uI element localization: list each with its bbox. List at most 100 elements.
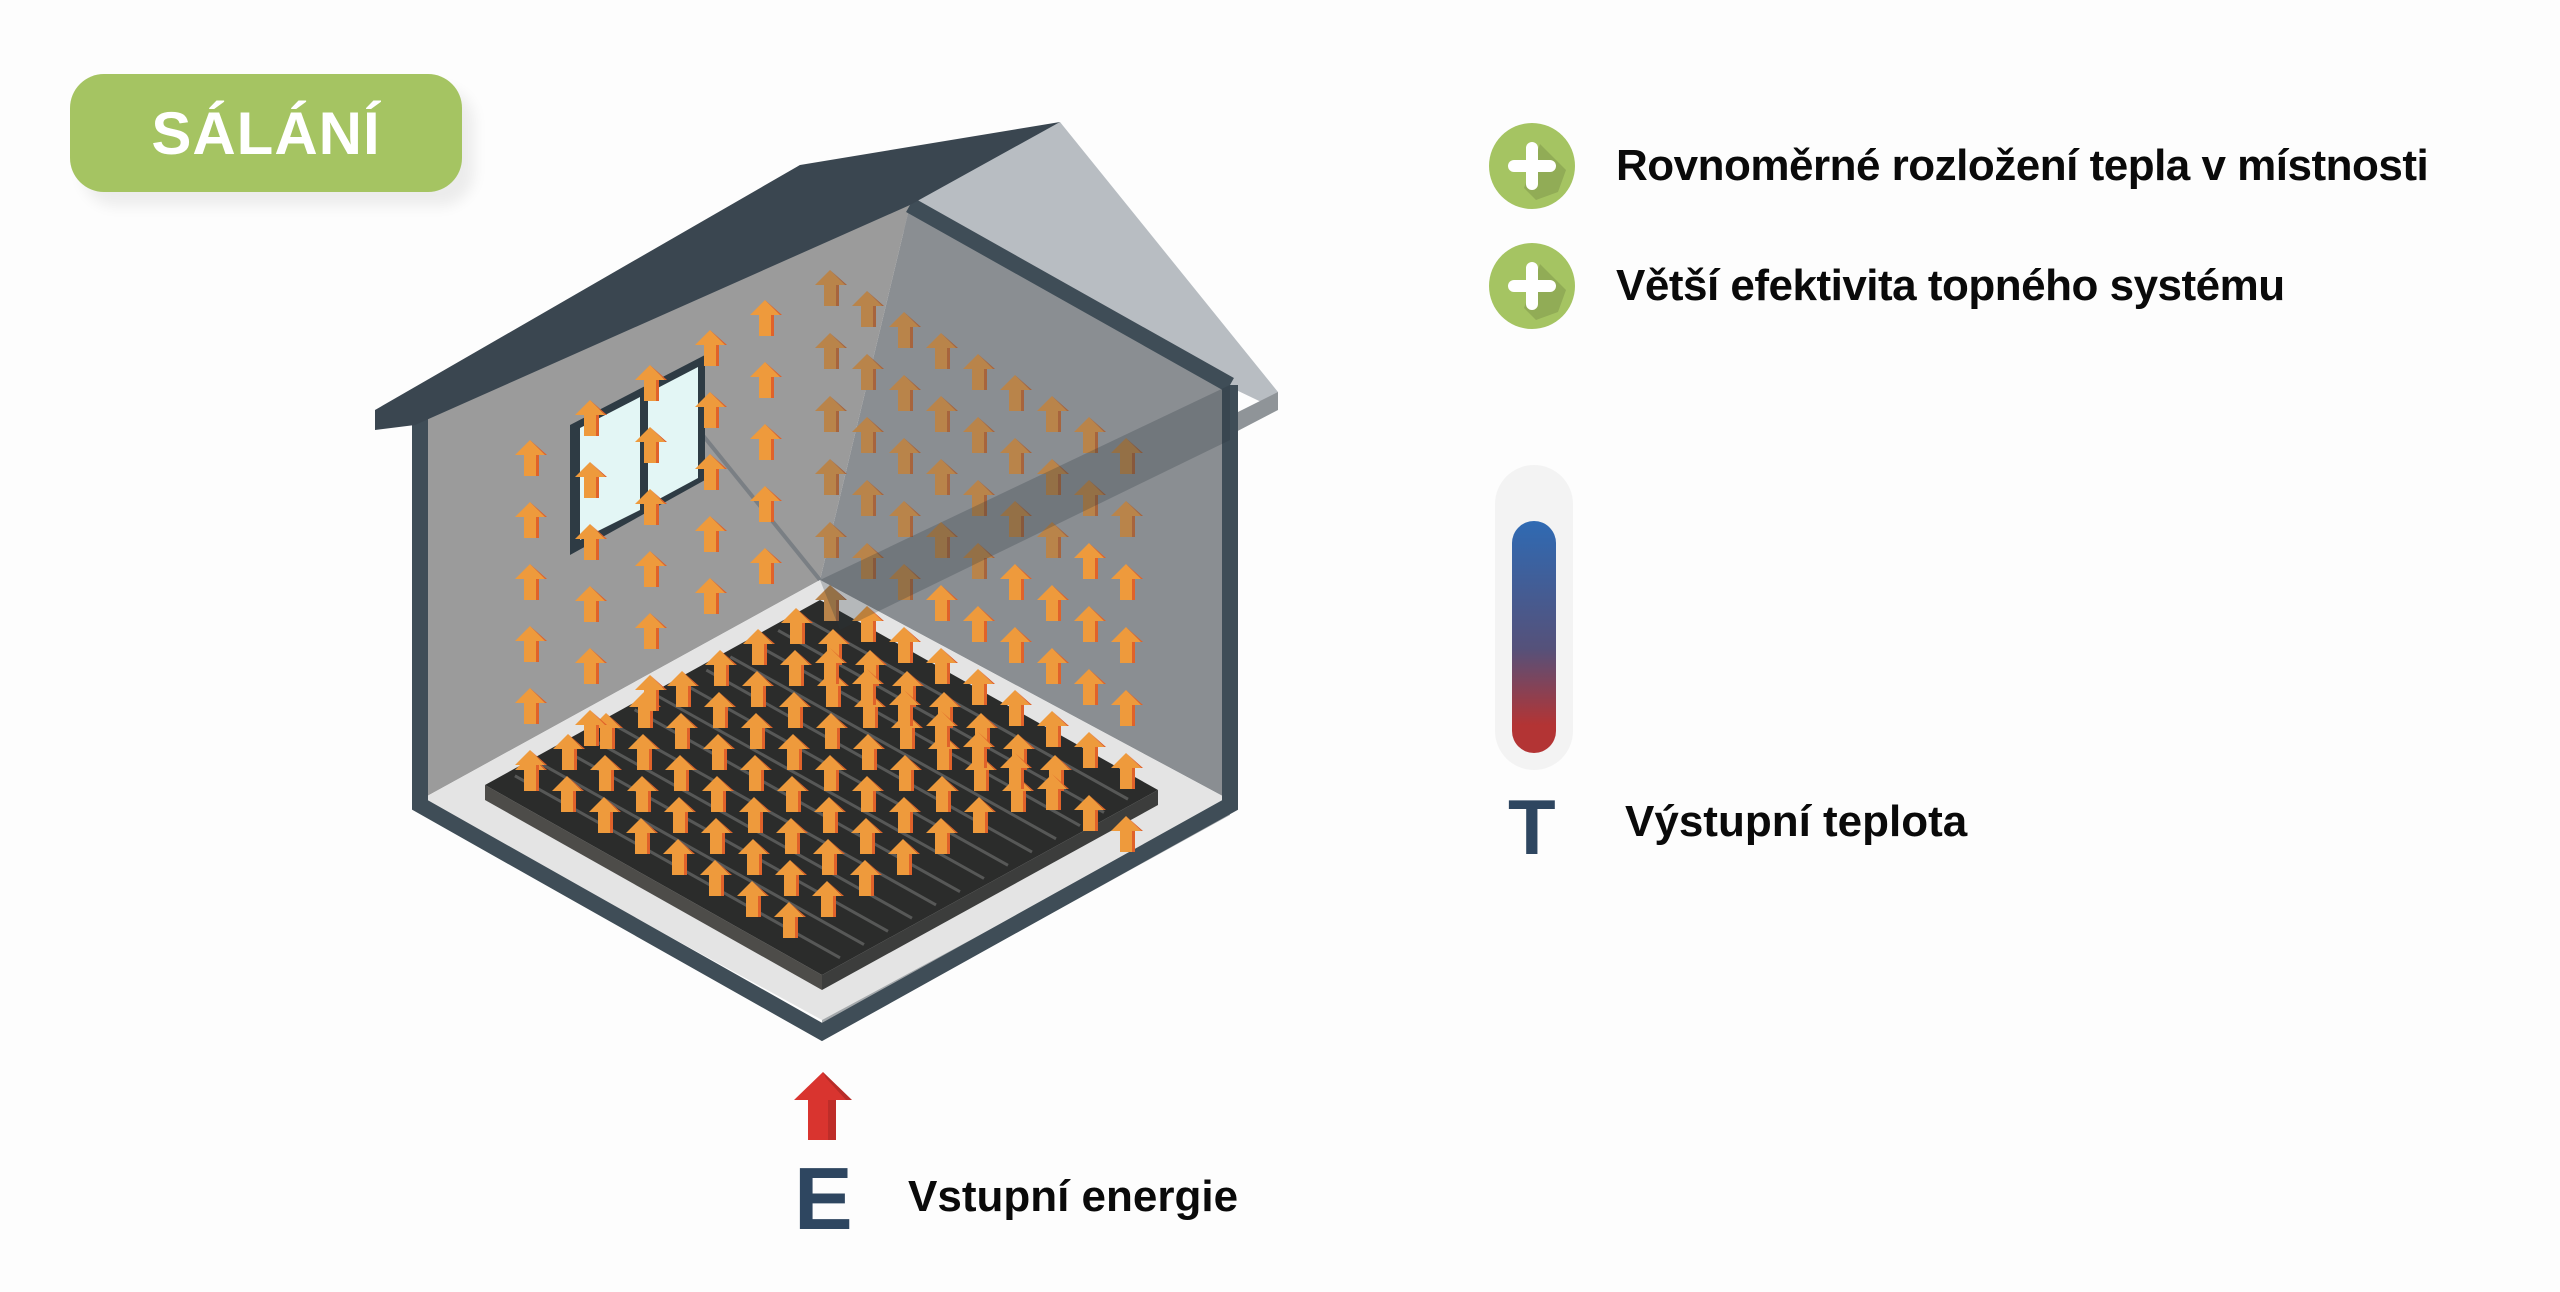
heat-arrow-icon — [780, 650, 812, 686]
heat-arrow-icon — [815, 333, 847, 369]
roof-left — [375, 122, 1060, 430]
heat-arrow-icon — [889, 375, 921, 411]
heat-arrow-icon — [626, 818, 658, 854]
heat-arrow-icon — [926, 396, 958, 432]
heat-arrow-icon — [738, 839, 770, 875]
house-illustration — [375, 122, 1278, 1042]
heat-arrow-icon — [1003, 734, 1035, 770]
heat-arrow-icon — [963, 480, 995, 516]
heat-arrow-icon — [812, 881, 844, 917]
heat-arrow-icon — [852, 776, 884, 812]
heat-arrow-icon — [635, 427, 667, 463]
heat-arrow-icon — [776, 818, 808, 854]
heat-arrow-icon — [635, 489, 667, 525]
heat-arrow-icon — [775, 860, 807, 896]
heat-arrow-icon — [1074, 543, 1106, 579]
heat-arrow-icon — [575, 586, 607, 622]
heat-arrow-icon — [852, 480, 884, 516]
energy-symbol: E — [794, 1149, 853, 1248]
heat-arrow-icon — [635, 551, 667, 587]
heat-arrow-icon — [851, 818, 883, 854]
heat-arrow-icon — [852, 543, 884, 579]
heat-arrow-icon — [1037, 459, 1069, 495]
energy-input-arrow-icon — [794, 1072, 852, 1140]
heat-arrow-icon — [1037, 648, 1069, 684]
heat-arrow-icon — [1111, 816, 1143, 852]
heat-arrow-icon — [1037, 522, 1069, 558]
heat-arrow-icon — [964, 797, 996, 833]
heat-arrow-icon — [575, 524, 607, 560]
heat-arrow-icon — [889, 312, 921, 348]
heat-arrow-icon — [575, 462, 607, 498]
heat-arrow-icon — [1037, 396, 1069, 432]
title-badge: SÁLÁNÍ — [70, 74, 462, 192]
heat-arrow-icon — [818, 629, 850, 665]
heat-arrow-icon — [1111, 438, 1143, 474]
heat-arrow-icon — [1074, 606, 1106, 642]
heat-arrow-icon — [741, 713, 773, 749]
heat-arrow-icon — [750, 548, 782, 584]
heat-arrow-icon — [515, 626, 547, 662]
heat-arrow-icon — [575, 400, 607, 436]
heat-arrow-icon — [739, 797, 771, 833]
benefit-item: Rovnoměrné rozložení tepla v místnosti — [1488, 122, 2429, 210]
heat-arrow-icon — [815, 459, 847, 495]
heat-arrow-icon — [515, 750, 547, 786]
heat-arrow-icon — [815, 396, 847, 432]
heat-arrow-icon — [1000, 564, 1032, 600]
heat-arrow-icon — [515, 688, 547, 724]
heat-arrow-icon — [926, 459, 958, 495]
heat-arrow-icon — [852, 417, 884, 453]
heat-arrow-icon — [1111, 753, 1143, 789]
benefit-item: Větší efektivita topného systému — [1488, 242, 2285, 330]
heat-arrow-icon — [552, 776, 584, 812]
heat-arrow-icon — [635, 613, 667, 649]
heat-arrow-icon — [590, 755, 622, 791]
heat-arrow-icon — [774, 902, 806, 938]
heat-arrow-icon — [1037, 585, 1069, 621]
heat-arrow-icon — [665, 755, 697, 791]
heat-arrow-icon — [700, 860, 732, 896]
benefit-text: Rovnoměrné rozložení tepla v místnosti — [1616, 141, 2429, 190]
heat-arrow-icon — [816, 713, 848, 749]
heat-arrow-icon — [1037, 774, 1069, 810]
heat-arrow-icon — [892, 671, 924, 707]
heat-arrow-icon — [815, 648, 847, 684]
heat-arrow-icon — [664, 797, 696, 833]
heat-arrow-icon — [889, 438, 921, 474]
heat-arrow-icon — [703, 734, 735, 770]
heat-arrow-icon — [778, 734, 810, 770]
heat-arrow-icon — [966, 713, 998, 749]
heat-arrow-icon — [926, 711, 958, 747]
heat-arrow-icon — [1074, 732, 1106, 768]
heat-arrow-icon — [852, 354, 884, 390]
heat-arrow-icon — [852, 606, 884, 642]
house-outline — [412, 198, 1238, 1042]
heat-arrow-icon — [742, 671, 774, 707]
heat-arrow-icon — [963, 606, 995, 642]
heat-arrow-icon — [1074, 417, 1106, 453]
heat-arrow-icon — [1111, 501, 1143, 537]
heat-arrow-icon — [1040, 755, 1072, 791]
heat-arrow-icon — [553, 734, 585, 770]
heat-arrow-icon — [750, 486, 782, 522]
heat-arrow-icon — [702, 776, 734, 812]
heat-arrow-icon — [927, 776, 959, 812]
heat-arrow-icon — [1037, 711, 1069, 747]
heat-arrow-icon — [695, 330, 727, 366]
heat-arrow-icon — [815, 585, 847, 621]
heat-arrow-icon — [750, 362, 782, 398]
heat-arrow-icon — [1074, 480, 1106, 516]
heat-arrow-icon — [926, 522, 958, 558]
heat-arrow-icon — [743, 629, 775, 665]
heat-arrow-icon — [814, 797, 846, 833]
heat-arrow-icon — [1000, 753, 1032, 789]
heat-arrow-icon — [890, 755, 922, 791]
heat-arrow-icon — [815, 270, 847, 306]
heat-arrow-icon — [1111, 564, 1143, 600]
heat-arrow-icon — [815, 522, 847, 558]
heat-arrow-icon — [855, 650, 887, 686]
heat-arrow-icon — [963, 417, 995, 453]
heat-arrow-icon — [515, 440, 547, 476]
heat-arrow-icon — [695, 454, 727, 490]
